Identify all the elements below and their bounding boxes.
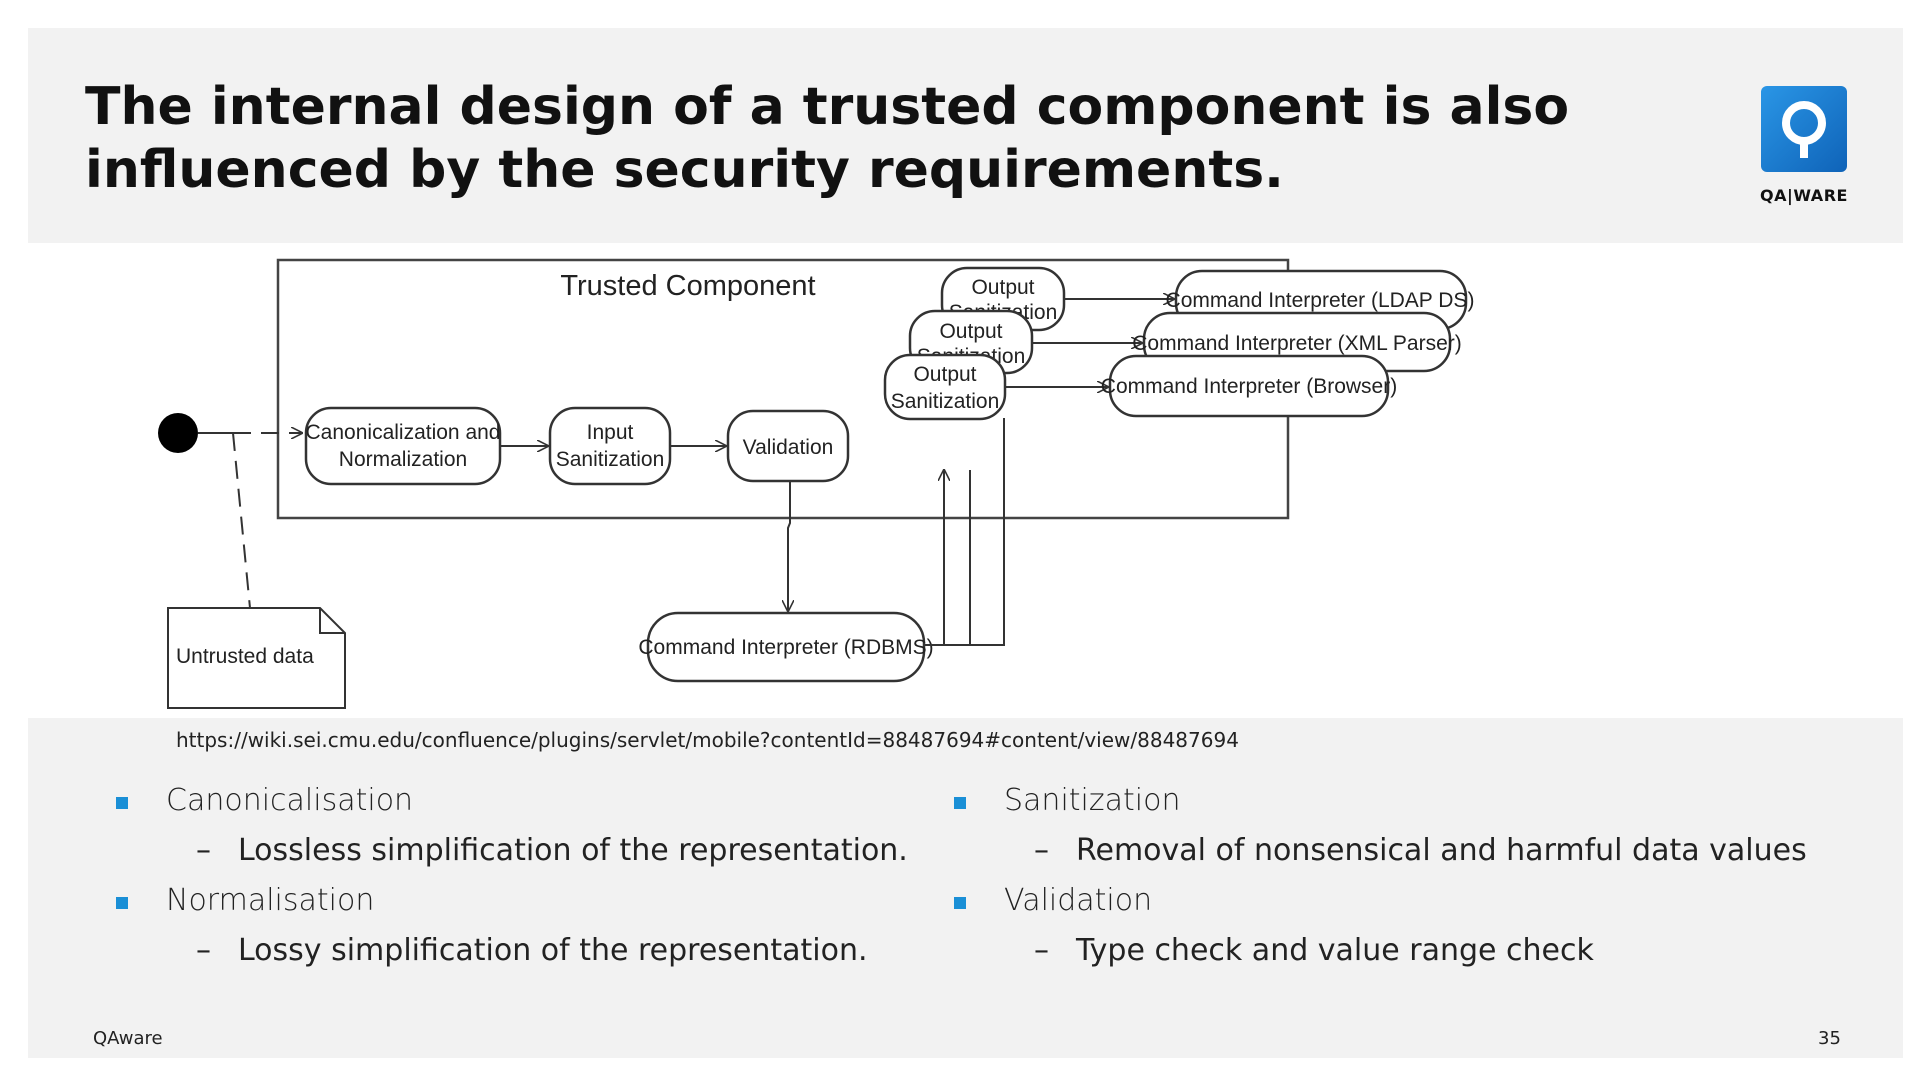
bullet-item: Canonicalisation: [116, 776, 976, 826]
canonicalization-node: [304, 406, 502, 486]
untrusted-data-note: [167, 607, 346, 709]
bullet-item: Sanitization: [954, 776, 1814, 826]
bullet-item: Validation: [954, 876, 1814, 926]
initial-node: [158, 413, 198, 453]
activity-diagram: Trusted Component Untrusted data Canonic…: [158, 253, 1818, 733]
svg-text:Command Interpreter (XML Parse: Command Interpreter (XML Parser): [1132, 332, 1462, 355]
bullet-column-right: Sanitization – Removal of nonsensical an…: [954, 776, 1814, 976]
svg-text:Canonicalization and: Canonicalization and: [306, 421, 501, 444]
sub-bullet-item: – Removal of nonsensical and harmful dat…: [1034, 833, 1807, 868]
slide-header: The internal design of a trusted compone…: [28, 28, 1903, 243]
ci-rdbms-node: [646, 611, 926, 683]
slide-title: The internal design of a trusted compone…: [85, 77, 1570, 200]
bullet-square-icon: [954, 897, 966, 909]
svg-text:Output: Output: [971, 276, 1034, 299]
content-panel: https://wiki.sei.cmu.edu/confluence/plug…: [28, 718, 1903, 1058]
bullet-square-icon: [116, 797, 128, 809]
svg-text:Command Interpreter (Browser): Command Interpreter (Browser): [1101, 375, 1397, 398]
note-connector: [232, 432, 251, 609]
footer-company: QAware: [93, 1028, 163, 1049]
svg-text:Output: Output: [939, 320, 1002, 343]
qaware-logo: QA|WARE: [1759, 86, 1849, 214]
sub-bullet-item: – Lossless simplification of the represe…: [196, 833, 908, 868]
trusted-component-label: Trusted Component: [560, 270, 815, 302]
bullet-item: Normalisation: [116, 876, 976, 926]
svg-text:Command Interpreter (LDAP DS): Command Interpreter (LDAP DS): [1166, 289, 1475, 312]
logo-mark-icon: [1761, 86, 1847, 172]
page-number: 35: [1818, 1028, 1841, 1049]
bullet-column-left: Canonicalisation – Lossless simplificati…: [116, 776, 976, 976]
slide: The internal design of a trusted compone…: [28, 28, 1903, 1058]
svg-text:Sanitization: Sanitization: [556, 448, 665, 471]
svg-text:Input: Input: [587, 421, 634, 444]
sub-bullet-item: – Type check and value range check: [1034, 933, 1594, 968]
source-url: https://wiki.sei.cmu.edu/confluence/plug…: [176, 728, 1239, 752]
bullet-square-icon: [116, 897, 128, 909]
svg-text:Normalization: Normalization: [339, 448, 467, 471]
logo-text: QA|WARE: [1760, 186, 1848, 205]
svg-text:Sanitization: Sanitization: [891, 390, 1000, 413]
ci-browser-node: [1108, 354, 1390, 418]
untrusted-data-label: Untrusted data: [176, 645, 314, 668]
sub-bullet-item: – Lossy simplification of the representa…: [196, 933, 868, 968]
svg-text:Output: Output: [913, 363, 976, 386]
validation-node: [726, 409, 850, 483]
svg-text:Command Interpreter (RDBMS): Command Interpreter (RDBMS): [638, 636, 933, 659]
svg-text:Validation: Validation: [743, 436, 834, 459]
bullet-square-icon: [954, 797, 966, 809]
input-sanitization-node: [548, 406, 672, 486]
